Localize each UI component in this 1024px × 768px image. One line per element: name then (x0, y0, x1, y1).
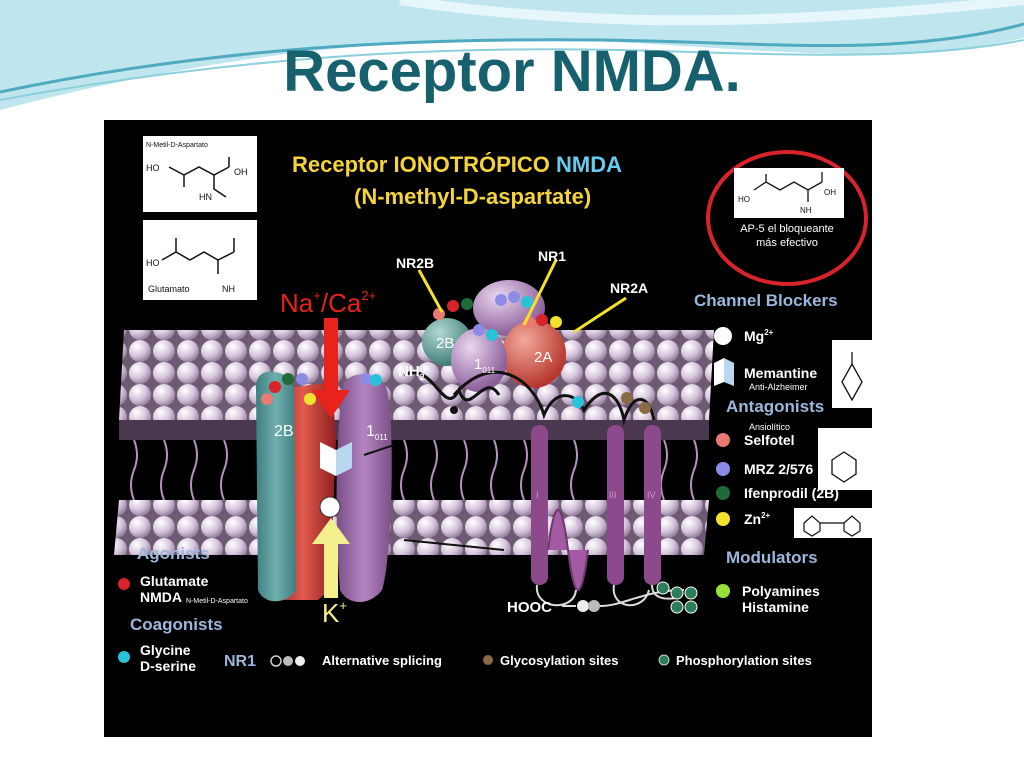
glycine-dot-icon (118, 651, 130, 663)
svg-text:HO: HO (146, 258, 160, 268)
memantine-icon (714, 358, 734, 386)
glutamate-structure: HO Glutamato NH (143, 220, 257, 300)
nmda-receptor-figure: N-Metil-D-Aspartato HO OH HN HO Glutamat… (104, 120, 872, 737)
zn-label: Zn2+ (744, 511, 771, 527)
legend-bottom: NR1 Alternative splicing Glycosylation s… (224, 653, 812, 670)
figure-header-line1: Receptor IONOTRÓPICO NMDA (292, 152, 622, 177)
segment-ii-label: II (576, 516, 581, 526)
dserine-label: D-serine (140, 658, 196, 674)
memantine-structure (832, 340, 872, 408)
phosphorylation-dot-icon (658, 654, 670, 666)
histamine-label: Histamine (742, 599, 809, 615)
domain-1011-label: 1011 (474, 356, 496, 375)
nr1-label: NR1 (538, 248, 566, 264)
mg-icon (714, 327, 732, 345)
memantine-label: Memantine (744, 365, 817, 381)
segment-iv-label: IV (647, 490, 656, 500)
subunit-pointers (417, 259, 627, 334)
selfotel-label: Selfotel (744, 432, 795, 448)
nr2b-label: NR2B (396, 255, 434, 271)
mrz-label: MRZ 2/576 (744, 461, 813, 477)
svg-text:NH: NH (800, 206, 812, 215)
phosphorylation-label: Phosphorylation sites (676, 653, 812, 668)
ap5-structure: HO OH NH AP-5 el bloqueante más efectivo (706, 150, 868, 286)
svg-text:HO: HO (738, 195, 750, 204)
antagonists-note: Ansiolítico (749, 422, 790, 432)
agonists-heading: Agonists (137, 544, 210, 563)
nmda-structure-label: N-Metil-D-Aspartato (146, 142, 208, 149)
binding-sites (261, 291, 698, 614)
domain-2b-label: 2B (436, 335, 454, 352)
ap5-caption-2: más efectivo (756, 237, 818, 249)
nh2-label: NH2 (398, 363, 425, 382)
receptor-domains (422, 280, 566, 392)
coagonists-heading: Coagonists (130, 615, 223, 634)
mrz-dot-icon (716, 462, 730, 476)
svg-text:HN: HN (199, 192, 212, 202)
segment-i-label: I (536, 490, 539, 500)
nr1-variant-label: NR1 (224, 653, 256, 670)
selfotel-structure (818, 428, 872, 490)
ap5-caption-1: AP-5 el bloqueante (740, 223, 834, 235)
na-ca-influx-arrow (312, 318, 350, 418)
ifenprodil-label: Ifenprodil (2B) (744, 485, 839, 501)
k-efflux-arrow (312, 518, 350, 598)
glutamate-dot-icon (118, 578, 130, 590)
ifenprodil-dot-icon (716, 486, 730, 500)
legend-right: Channel Blockers Mg2+ Memantine Anti-Alz… (694, 291, 839, 615)
nmda-structure: N-Metil-D-Aspartato HO OH HN (143, 136, 257, 212)
na-ca-label: Na+/Ca2+ (280, 288, 376, 318)
mg-label: Mg2+ (744, 328, 774, 344)
nmda-note: N-Metil-D-Aspartato (186, 598, 248, 605)
antagonists-heading: Antagonists (726, 397, 824, 416)
modulators-heading: Modulators (726, 548, 818, 567)
transmembrane-helices (363, 370, 677, 607)
polyamines-label: Polyamines (742, 583, 820, 599)
figure-header-line2: (N-methyl-D-aspartate) (354, 184, 591, 209)
glutamate-structure-label: Glutamato (148, 284, 190, 294)
polyamines-dot-icon (716, 584, 730, 598)
segment-iii-label: III (609, 490, 617, 500)
ion-channel (255, 371, 392, 602)
channel-blockers-heading: Channel Blockers (694, 291, 838, 310)
alt-splicing-label: Alternative splicing (322, 653, 442, 668)
nmda-label: NMDA (140, 589, 182, 605)
zn-dot-icon (716, 512, 730, 526)
glycosylation-dot-icon (483, 655, 493, 665)
svg-text:OH: OH (234, 167, 248, 177)
legend-left: Agonists Glutamate NMDA N-Metil-D-Aspart… (118, 544, 248, 674)
slide-title: Receptor NMDA. (283, 39, 741, 104)
decorative-wave-banner (0, 0, 1024, 110)
domain-2a-label: 2A (534, 349, 552, 366)
channel-2b-label: 2B (274, 423, 294, 440)
svg-text:NH: NH (222, 284, 235, 294)
ifenprodil-structure (794, 508, 872, 538)
memantine-note: Anti-Alzheimer (749, 382, 808, 392)
k-label: K+ (322, 598, 347, 628)
svg-text:HO: HO (146, 163, 160, 173)
hooc-label: HOOC (507, 599, 552, 616)
selfotel-dot-icon (716, 433, 730, 447)
svg-text:OH: OH (824, 188, 836, 197)
nr2a-label: NR2A (610, 280, 648, 296)
glutamate-label: Glutamate (140, 573, 209, 589)
glycosylation-label: Glycosylation sites (500, 653, 619, 668)
channel-1011-label: 1011 (366, 423, 388, 442)
glycine-label: Glycine (140, 642, 191, 658)
